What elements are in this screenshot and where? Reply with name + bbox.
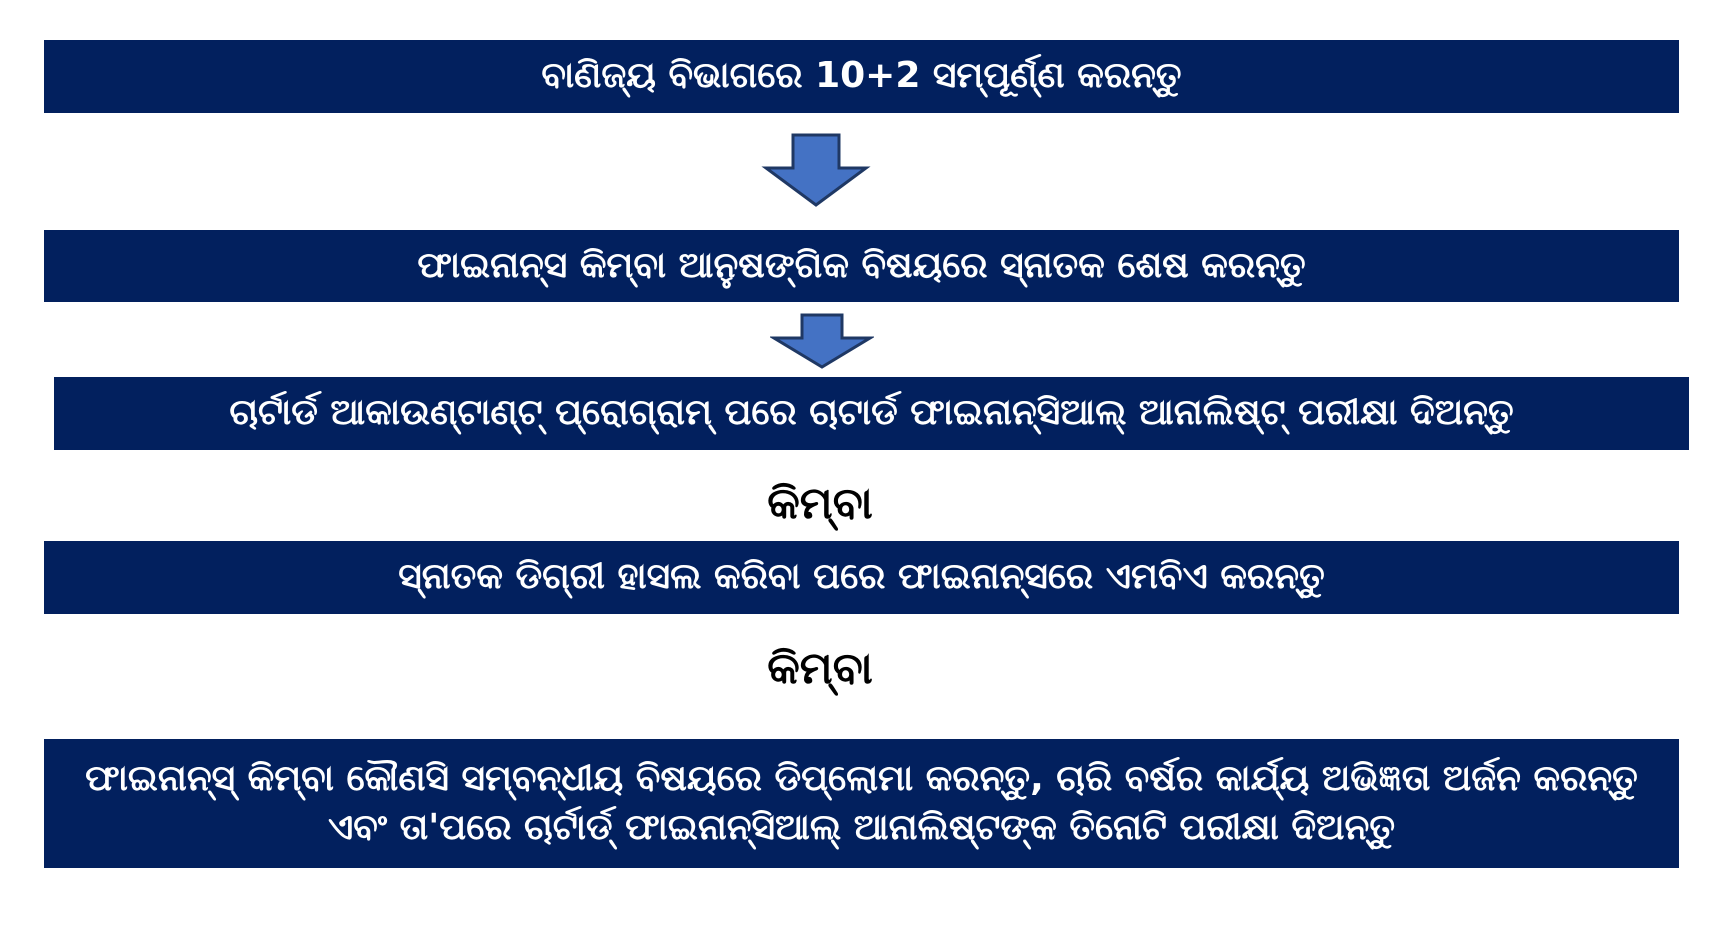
step-2-box: ଫାଇନାନ୍ସ କିମ୍ବା ଆନୁଷଙ୍ଗିକ ବିଷୟରେ ସ୍ନାତକ … <box>44 230 1679 302</box>
step-4-text: ସ୍ନାତକ ଡିଗ୍ରୀ ହାସଲ କରିବା ପରେ ଫାଇନାନ୍ସରେ … <box>398 556 1325 598</box>
step-3-box: ଚାର୍ଟାର୍ଡ ଆକାଉଣ୍ଟାଣ୍ଟ୍ ପ୍ରୋଗ୍ରାମ୍ ପରେ ଚା… <box>54 377 1689 450</box>
down-arrow-icon <box>761 133 871 207</box>
step-2-text: ଫାଇନାନ୍ସ କିମ୍ବା ଆନୁଷଙ୍ଗିକ ବିଷୟରେ ସ୍ନାତକ … <box>417 244 1306 286</box>
step-3-text: ଚାର୍ଟାର୍ଡ ଆକାଉଣ୍ଟାଣ୍ଟ୍ ପ୍ରୋଗ୍ରାମ୍ ପରେ ଚା… <box>229 392 1514 434</box>
step-4-box: ସ୍ନାତକ ଡିଗ୍ରୀ ହାସଲ କରିବା ପରେ ଫାଇନାନ୍ସରେ … <box>44 541 1679 614</box>
or-separator-2: କିମ୍ବା <box>767 643 873 694</box>
or-separator-1: କିମ୍ବା <box>767 478 873 529</box>
step-5-box: ଫାଇନାନ୍ସ୍ କିମ୍ବା କୌଣସି ସମ୍ବନ୍ଧୀୟ ବିଷୟରେ … <box>44 739 1679 868</box>
step-5-text-line-1: ଫାଇନାନ୍ସ୍ କିମ୍ବା କୌଣସି ସମ୍ବନ୍ଧୀୟ ବିଷୟରେ … <box>85 757 1638 799</box>
down-arrow-icon <box>770 313 874 369</box>
step-1-text: ବାଣିଜ୍ୟ ବିଭାଗରେ 10+2 ସମ୍ପୂର୍ଣ୍ଣ କରନ୍ତୁ <box>541 55 1182 97</box>
step-1-box: ବାଣିଜ୍ୟ ବିଭାଗରେ 10+2 ସମ୍ପୂର୍ଣ୍ଣ କରନ୍ତୁ <box>44 40 1679 113</box>
step-5-text-line-2: ଏବଂ ତା'ପରେ ଚାର୍ଟାର୍ଡ୍ ଫାଇନାନ୍ସିଆଲ୍ ଆନାଲି… <box>327 806 1395 848</box>
